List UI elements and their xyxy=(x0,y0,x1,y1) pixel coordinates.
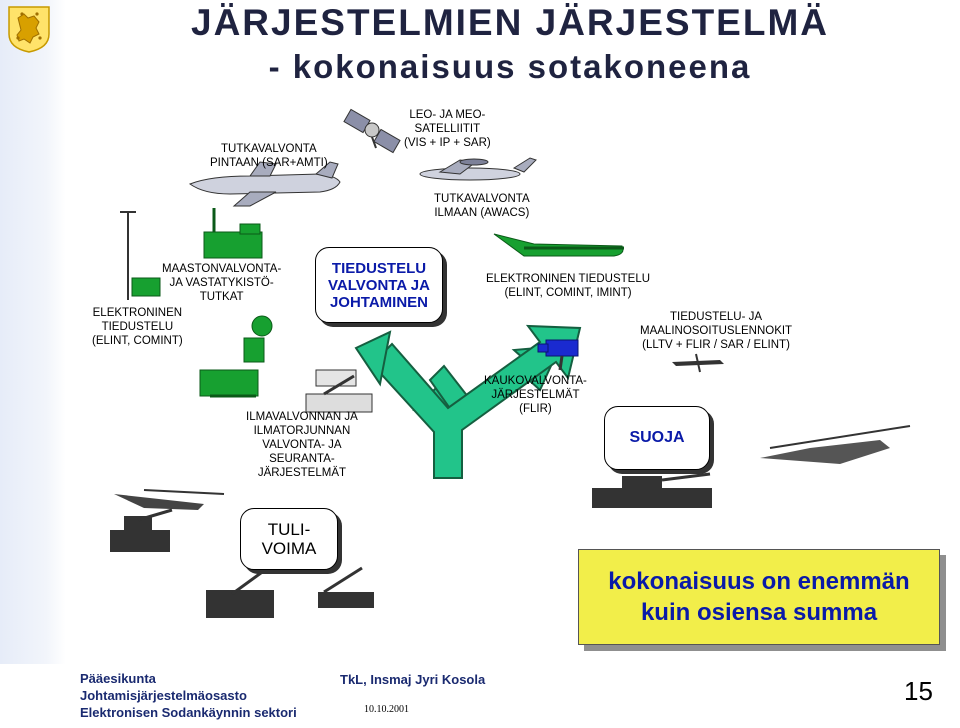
suoja-box: SUOJA xyxy=(604,406,710,470)
tank-icon-2 xyxy=(592,472,712,508)
arrow-head-left xyxy=(354,330,392,387)
label-leo-meo: LEO- JA MEO-SATELLIITIT(VIS + IP + SAR) xyxy=(404,109,491,149)
label-kaukovalvonta: KAUKOVALVONTA-JÄRJESTELMÄT(FLIR) xyxy=(484,375,587,415)
satellite-icon xyxy=(343,108,401,154)
air-defense-icon xyxy=(305,369,373,413)
tulivoima-box: TULI-VOIMA xyxy=(240,508,338,570)
air-defense-radar-icon xyxy=(199,369,259,398)
arrow-shape xyxy=(370,324,582,479)
sidebar-gradient xyxy=(0,0,66,664)
label-elektroninen-right: ELEKTRONINEN TIEDUSTELU(ELINT, COMINT, I… xyxy=(486,273,651,299)
page-title: JÄRJESTELMIEN JÄRJESTELMÄ xyxy=(191,2,829,43)
summa-box: kokonaisuus on enemmän kuin osiensa summ… xyxy=(578,549,940,645)
missile-launcher-icon xyxy=(318,566,374,608)
artillery-icon xyxy=(206,560,277,618)
footer-organization: Pääesikunta Johtamisjärjestelmäosasto El… xyxy=(80,671,297,720)
footer-date: 10.10.2001 xyxy=(364,704,409,715)
camera-icon xyxy=(537,339,579,371)
ew-plane-icon xyxy=(493,233,624,257)
radio-mast-icon xyxy=(120,211,161,300)
jet-icon xyxy=(188,161,341,207)
helicopter-icon-right xyxy=(760,425,911,464)
helicopter-icon xyxy=(114,489,225,510)
footer-author: TkL, Insmaj Jyri Kosola xyxy=(340,672,486,687)
diagram-art xyxy=(110,108,911,618)
tank-icon xyxy=(110,508,173,552)
page-subtitle: - kokonaisuus sotakoneena xyxy=(268,48,752,85)
radar-truck-icon xyxy=(203,208,263,259)
page-number: 15 xyxy=(904,676,933,706)
uav-icon xyxy=(672,353,724,373)
radar-dish-icon xyxy=(243,315,273,363)
label-maastonvalvonta: MAASTONVALVONTA-JA VASTATYKISTÖ-TUTKAT xyxy=(162,263,282,303)
awacs-plane-icon xyxy=(419,157,537,181)
footer xyxy=(0,664,960,728)
finnish-lion-logo xyxy=(8,6,50,53)
